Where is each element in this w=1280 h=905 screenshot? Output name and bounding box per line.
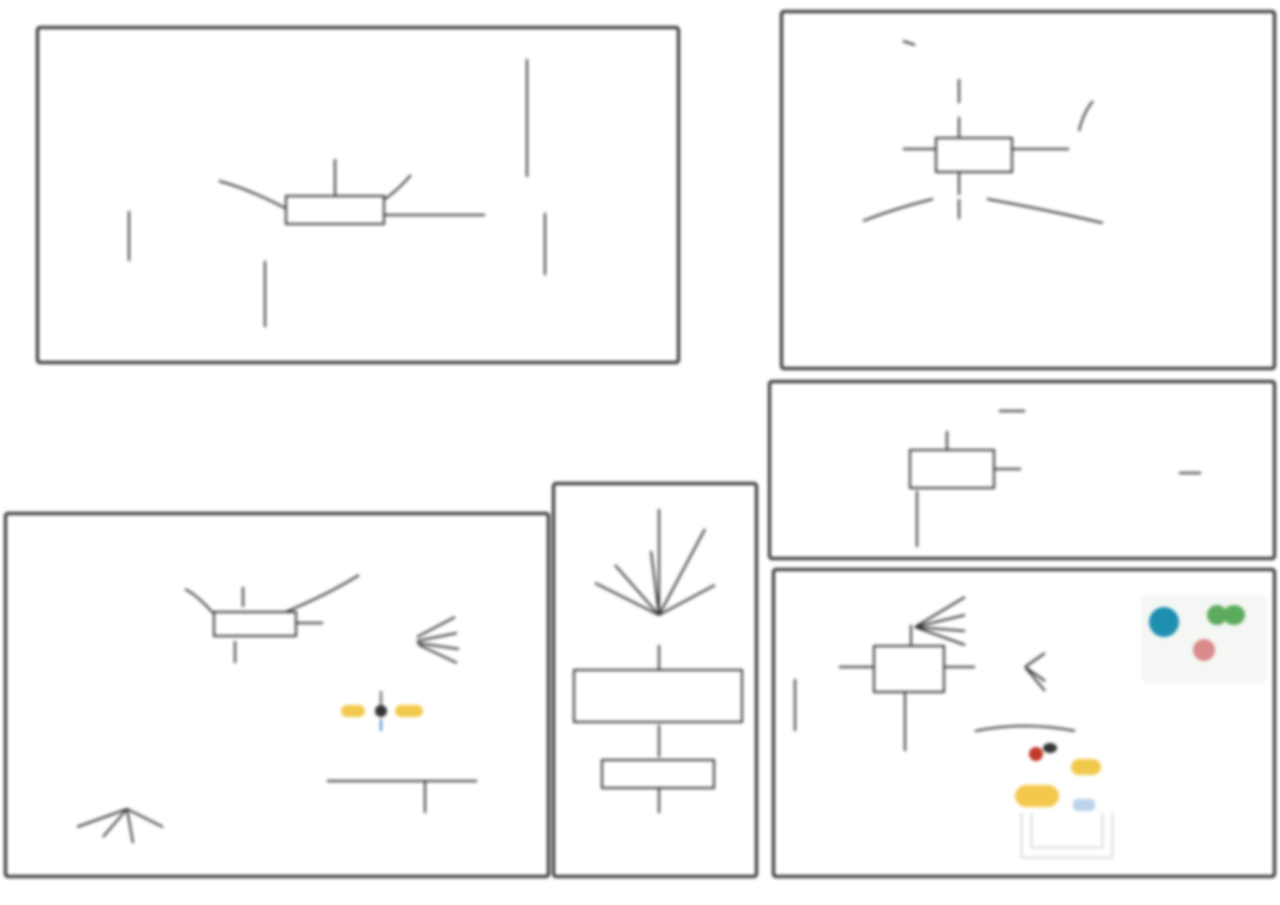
lipids-panel bbox=[780, 10, 1276, 370]
carbs-central-node bbox=[285, 195, 385, 225]
proteins-connectors bbox=[76, 574, 477, 844]
flow-connectors bbox=[594, 509, 716, 813]
membrane-connectors bbox=[916, 410, 1201, 547]
flow-panel bbox=[552, 482, 758, 878]
lipids-connectors bbox=[862, 40, 1104, 224]
dna-molecule-illustration bbox=[1011, 743, 1121, 871]
nucleic-connectors bbox=[794, 596, 1076, 751]
flow-box-1 bbox=[573, 669, 743, 723]
lipids-central-node bbox=[935, 137, 1013, 173]
nucleotide-bases-illustration bbox=[1141, 595, 1267, 683]
membrane-central-node bbox=[909, 449, 995, 489]
carbs-panel bbox=[36, 26, 680, 364]
membrane-panel bbox=[768, 380, 1276, 560]
amino-acid-icon bbox=[337, 691, 427, 735]
nucleic-central-node bbox=[873, 645, 945, 693]
nucleic-panel bbox=[772, 568, 1276, 878]
proteins-central-node bbox=[213, 611, 297, 637]
carbs-connectors bbox=[128, 59, 546, 327]
flow-box-2 bbox=[601, 759, 715, 789]
proteins-panel bbox=[4, 512, 550, 878]
